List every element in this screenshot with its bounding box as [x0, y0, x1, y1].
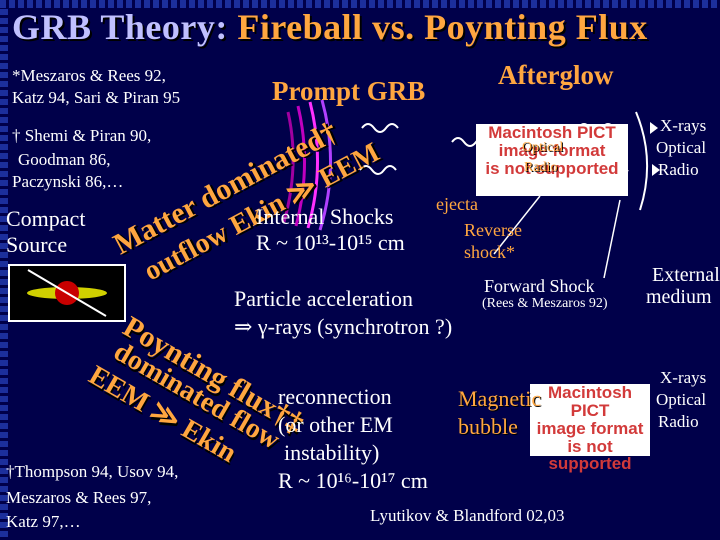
forward-shock-arc — [635, 111, 649, 211]
pict-overlay-radio: Radio — [524, 160, 558, 175]
ref-meszaros-97: Meszaros & Rees 97, — [6, 488, 152, 507]
pict-top-line-1: Macintosh PICT — [488, 123, 616, 142]
compact-label: Compact — [6, 206, 86, 231]
ref-katz-sari: Katz 94, Sari & Piran 95 — [12, 88, 181, 107]
pict-bottom-line-3: is not supported — [548, 436, 632, 474]
band-top-radio: Radio — [658, 160, 699, 179]
internal-shocks-label: Internal Shocks — [256, 204, 394, 229]
wave-arrowheads — [650, 122, 660, 176]
shell-arcs — [282, 99, 332, 231]
pict-top-line-2: image format — [498, 140, 606, 160]
reverse-label: Reverse — [464, 220, 522, 240]
band-bottom-xrays: X-rays — [660, 368, 707, 387]
pict-bottom-line-2: image format — [536, 418, 644, 438]
instability-label: instability) — [284, 440, 380, 465]
pict-placeholder-bottom: Macintosh PICT image format is not suppo… — [530, 383, 650, 473]
band-top-xrays: X-rays — [660, 116, 707, 135]
ejecta-label: ejecta — [436, 194, 478, 214]
gamma-rays-label: ⇒ γ-rays (synchrotron ?) — [234, 314, 453, 339]
band-top-optical: Optical — [656, 138, 707, 157]
ref-meszaros-92: *Meszaros & Rees 92, — [12, 66, 166, 85]
forward-shock-pointer — [603, 199, 621, 279]
pict-placeholder-top: Macintosh PICT image format is not suppo… — [476, 124, 628, 196]
ref-lyutikov-blandford: Lyutikov & Blandford 02,03 — [370, 506, 565, 525]
title-part-1: GRB Theory: — [12, 7, 238, 47]
reverse-shock-pointer — [493, 195, 541, 255]
particle-accel-label: Particle acceleration — [234, 286, 413, 311]
pict-overlay-optical: Optical — [522, 140, 564, 155]
medium-label: medium — [646, 286, 712, 308]
source-label: Source — [6, 232, 68, 257]
forward-shock-ref: (Rees & Meszaros 92) — [482, 296, 608, 311]
bubble-label: bubble — [458, 414, 518, 439]
afterglow-label: Afterglow — [498, 60, 614, 90]
pict-bottom-line-1: Macintosh PICT — [547, 383, 633, 420]
band-bottom-radio: Radio — [658, 412, 699, 431]
magnetic-label: Magnetic — [458, 386, 542, 411]
ref-thompson-usov: †Thompson 94, Usov 94, — [6, 462, 179, 481]
external-label: External — [652, 264, 720, 286]
top-decor-strip — [0, 0, 720, 8]
band-bottom-optical: Optical — [656, 390, 707, 409]
ref-shemi-piran: † Shemi & Piran 90, — [12, 126, 152, 145]
reconnection-radius: R ~ 10¹⁶-10¹⁷ cm — [278, 468, 428, 493]
pict-top-line-3: is not supported — [485, 158, 619, 178]
ref-katz-97: Katz 97,… — [6, 512, 81, 531]
ref-paczynski: Paczynski 86,… — [12, 172, 124, 191]
reconnection-label: reconnection — [278, 384, 392, 409]
shock-label: shock* — [464, 242, 515, 262]
ref-goodman: Goodman 86, — [18, 150, 111, 169]
left-decor-strip — [0, 0, 8, 540]
title-part-2: Fireball vs. Poynting Flux — [237, 7, 648, 47]
jet-line — [27, 269, 107, 317]
forward-shock-label: Forward Shock — [484, 276, 595, 296]
other-em-label: (or other EM — [278, 412, 393, 437]
prompt-grb-label: Prompt GRB — [272, 76, 426, 106]
slide-title: GRB Theory: Fireball vs. Poynting Flux — [12, 6, 648, 48]
internal-shocks-radius: R ~ 10¹³-10¹⁵ cm — [256, 230, 405, 255]
